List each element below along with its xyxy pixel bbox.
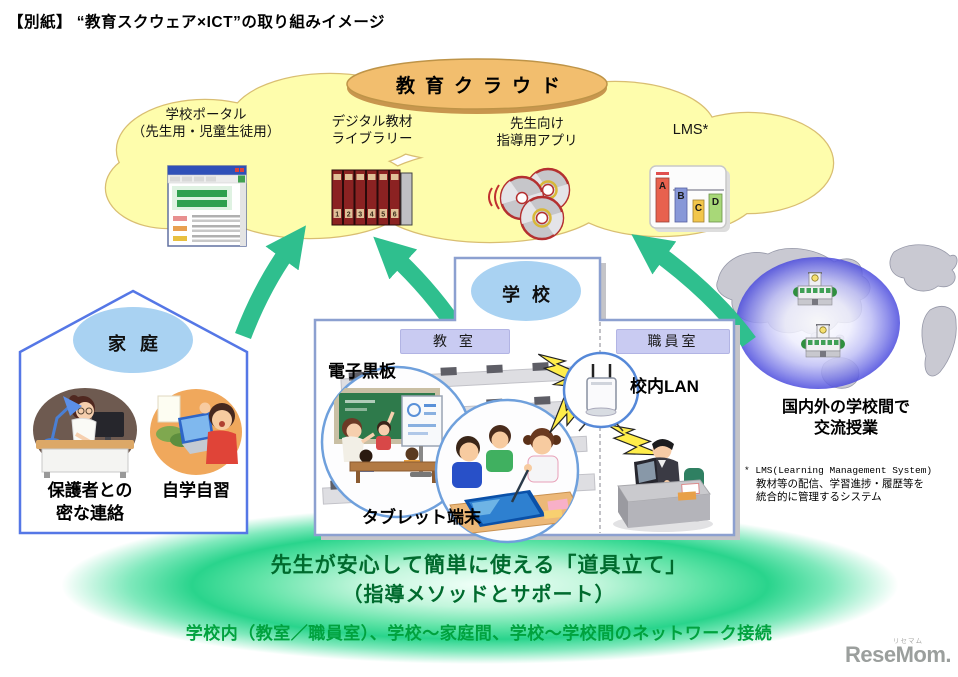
page-title: 【別紙】 “教育スクウェア×ICT”の取り組みイメージ <box>8 14 386 31</box>
lms-footnote: * LMS(Learning Management System) 教材等の配信… <box>744 465 933 503</box>
home-title-ellipse <box>73 307 193 373</box>
wifi-router-circle <box>562 351 640 432</box>
cloud-item-lms: LMS* <box>672 122 709 138</box>
continent-south-america <box>921 306 957 377</box>
wifi-router-icon <box>585 364 617 417</box>
school-title: 学校 <box>502 285 562 305</box>
resemom-logo: ReseMom. <box>845 642 952 667</box>
home-title: 家庭 <box>108 334 172 354</box>
world-caption: 国内外の学校間で 交流授業 <box>781 399 910 437</box>
foundation-line1: 先生が安心して簡単に使える「道具立て」 <box>270 554 688 577</box>
book-number: 2 <box>347 212 351 219</box>
lms-bar-label: C <box>695 203 702 214</box>
network-caption: 学校内（教室／職員室）、学校～家庭間、学校～学校間のネットワーク接続 <box>185 624 773 643</box>
tablet-label: タブレット端末 <box>362 508 481 527</box>
world-map <box>716 244 958 389</box>
teacher-app-cd-discs-icon <box>488 167 571 241</box>
lms-bar-a <box>655 177 670 223</box>
book-number: 3 <box>358 212 362 219</box>
cloud-item-school-portal: 学校ポータル （先生用・児童生徒用） <box>131 107 281 140</box>
education-cloud-title: 教育クラウド <box>395 76 570 97</box>
whiteboard-label: 電子黒板 <box>328 362 396 381</box>
book-number: 4 <box>370 212 374 219</box>
room-label-staffroom: 職員室 <box>616 329 730 354</box>
book-number: 1 <box>335 212 339 219</box>
cd-disc <box>519 195 565 241</box>
foundation-line2: （指導メソッドとサポート） <box>342 584 616 606</box>
home-caption-parent-contact: 保護者との 密な連絡 <box>47 481 133 523</box>
lms-bar-c <box>692 199 705 223</box>
cloud-item-teacher-app: 先生向け 指導用アプリ <box>496 116 578 149</box>
cloud-title-ellipse <box>346 58 608 114</box>
child-self-study-illustration <box>150 389 242 475</box>
network-coverage-ellipse <box>736 257 900 389</box>
lms-bar-label: D <box>712 197 719 208</box>
home-caption-self-study: 自学自習 <box>162 481 230 500</box>
lms-bar-label: B <box>677 191 684 202</box>
parent-at-pc-illustration <box>33 388 137 478</box>
lan-label: 校内LAN <box>630 377 699 396</box>
lms-bar-d <box>708 193 723 223</box>
school-portal-browser-icon <box>167 165 247 247</box>
cloud-item-digital-library: デジタル教材 ライブラリー <box>331 114 413 147</box>
resemom-logo-ruby: リセマム <box>893 638 923 645</box>
continent-north-america <box>889 244 958 292</box>
signal-marks <box>578 423 624 432</box>
room-label-classroom: 教 室 <box>400 329 510 354</box>
school-title-ellipse <box>471 261 581 321</box>
arrow-home-to-cloud <box>235 225 306 340</box>
lms-bar-label: A <box>659 181 666 192</box>
lms-bar-chart-icon: A B C D <box>649 165 730 232</box>
lms-bar-b <box>674 187 688 223</box>
teacher-at-desk-illustration <box>613 439 713 532</box>
book-number: 6 <box>393 212 397 219</box>
arrow-world-to-cloud <box>631 234 756 348</box>
book-number: 5 <box>381 212 385 219</box>
digital-library-books-icon: 1 2 3 4 5 6 <box>331 169 413 226</box>
e-blackboard-circle <box>320 365 474 519</box>
tablet-circle <box>434 398 580 544</box>
